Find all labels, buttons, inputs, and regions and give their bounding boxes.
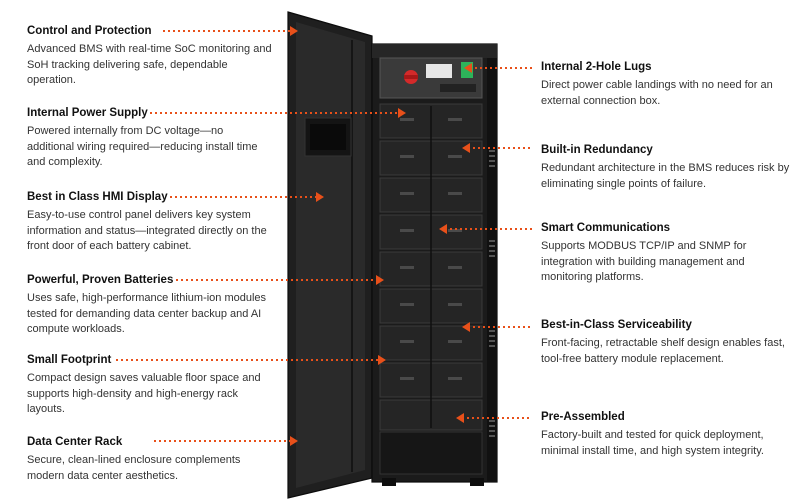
callout-desc: Factory-built and tested for quick deplo…: [541, 429, 764, 457]
callout-desc: Compact design saves valuable floor spac…: [27, 372, 261, 415]
cabinet-foot-right: [470, 478, 484, 486]
vent-slots: [489, 150, 495, 437]
callout-title: Best-in-Class Serviceability: [541, 319, 692, 331]
breaker-handle: [404, 75, 418, 79]
callout-desc: Powered internally from DC voltage—no ad…: [27, 125, 258, 168]
leader-arrowheads: [290, 26, 472, 446]
callout-desc: Redundant architecture in the BMS reduce…: [541, 162, 790, 190]
callout-desc: Secure, clean-lined enclosure complement…: [27, 454, 241, 482]
callout-title: Smart Communications: [541, 222, 671, 234]
cabinet-foot-left: [382, 478, 396, 486]
hmi-screen: [310, 124, 346, 150]
callout-batteries: Powerful, Proven Batteries Uses safe, hi…: [27, 273, 272, 338]
callout-title: Data Center Rack: [27, 436, 123, 448]
callout-desc: Direct power cable landings with no need…: [541, 79, 773, 107]
callout-title: Built-in Redundancy: [541, 144, 653, 156]
base-compartment: [379, 431, 483, 475]
lug-terminals: [440, 84, 476, 92]
cabinet-top: [372, 44, 497, 58]
cabinet-side-frame: [487, 58, 497, 482]
leader-lines: [116, 30, 532, 442]
callout-control-protection: Control and Protection Advanced BMS with…: [27, 24, 272, 89]
callout-desc: Supports MODBUS TCP/IP and SNMP for inte…: [541, 240, 747, 283]
callout-desc: Advanced BMS with real-time SoC monitori…: [27, 43, 272, 86]
callout-small-footprint: Small Footprint Compact design saves val…: [27, 353, 272, 418]
callout-title: Small Footprint: [27, 354, 112, 366]
callout-desc: Front-facing, retractable shelf design e…: [541, 337, 785, 365]
callout-pre-assembled: Pre-Assembled Factory-built and tested f…: [541, 410, 791, 459]
callout-lugs: Internal 2-Hole Lugs Direct power cable …: [541, 60, 791, 109]
callout-redundancy: Built-in Redundancy Redundant architectu…: [541, 143, 791, 192]
callout-title: Internal 2-Hole Lugs: [541, 61, 652, 73]
door-inner-face: [296, 22, 365, 488]
callout-hmi-display: Best in Class HMI Display Easy-to-use co…: [27, 190, 272, 255]
callout-title: Best in Class HMI Display: [27, 191, 168, 203]
callout-title: Pre-Assembled: [541, 411, 625, 423]
callout-internal-power-supply: Internal Power Supply Powered internally…: [27, 106, 272, 171]
callout-title: Internal Power Supply: [27, 107, 148, 119]
callout-data-center-rack: Data Center Rack Secure, clean-lined enc…: [27, 435, 272, 484]
label-plate: [426, 64, 452, 78]
callout-desc: Easy-to-use control panel delivers key s…: [27, 209, 267, 252]
shelf-handles: [400, 118, 462, 380]
callout-smart-communications: Smart Communications Supports MODBUS TCP…: [541, 221, 791, 286]
callout-serviceability: Best-in-Class Serviceability Front-facin…: [541, 318, 791, 367]
callout-title: Control and Protection: [27, 25, 152, 37]
callout-title: Powerful, Proven Batteries: [27, 274, 174, 286]
callout-desc: Uses safe, high-performance lithium-ion …: [27, 292, 267, 335]
